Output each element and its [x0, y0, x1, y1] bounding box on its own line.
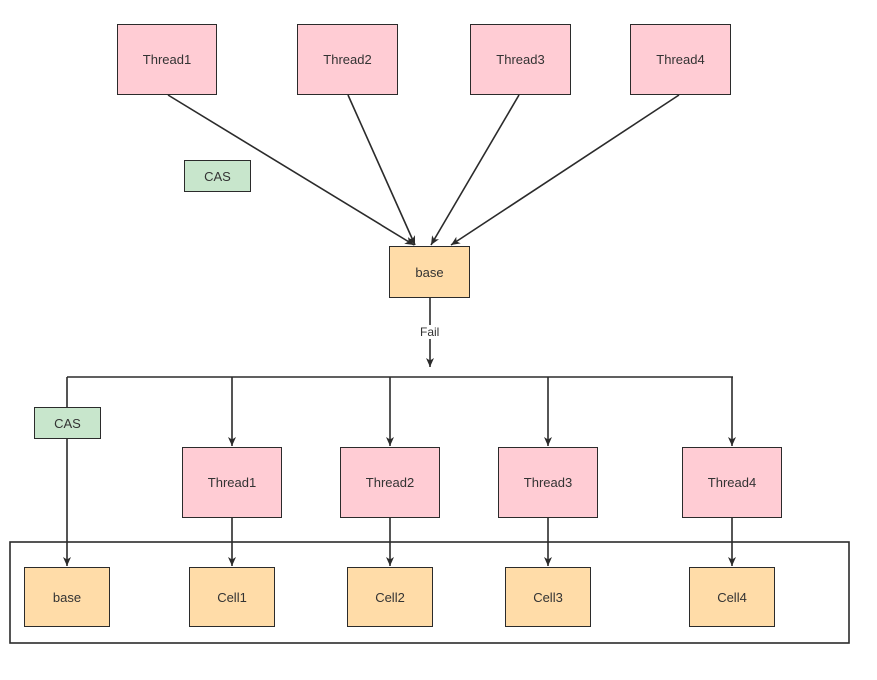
bottom-cas-label: CAS [54, 415, 81, 431]
cell2-label: Cell2 [375, 589, 405, 605]
cell3-label: Cell3 [533, 589, 563, 605]
bottom-thread1-node: Thread1 [182, 447, 282, 518]
top-thread4-node: Thread4 [630, 24, 731, 95]
bottom-thread3-node: Thread3 [498, 447, 598, 518]
top-thread2-node: Thread2 [297, 24, 398, 95]
bottom-thread3-label: Thread3 [523, 475, 573, 490]
base-node: base [389, 246, 470, 298]
bottom-cas-node: CAS [34, 407, 101, 439]
cell3-node: Cell3 [505, 567, 591, 627]
top-thread3-node: Thread3 [470, 24, 571, 95]
cell4-node: Cell4 [689, 567, 775, 627]
fail-label: Fail [418, 325, 442, 339]
top-cas-node: CAS [184, 160, 251, 192]
top-thread2-label: Thread2 [323, 52, 372, 67]
bottom-thread2-label: Thread2 [365, 475, 415, 490]
top-thread1-label: Thread1 [142, 52, 192, 67]
cells-container [9, 541, 850, 644]
top-cas-label: CAS [204, 168, 231, 184]
bottom-thread4-node: Thread4 [682, 447, 782, 518]
cell2-node: Cell2 [347, 567, 433, 627]
bottom-thread1-label: Thread1 [207, 475, 257, 490]
top-thread3-label: Thread3 [496, 52, 545, 67]
base-label: base [415, 264, 444, 280]
arrow-thread1-to-base [167, 94, 415, 246]
arrow-thread4-to-base [450, 94, 680, 246]
cell1-label: Cell1 [217, 589, 247, 605]
arrow-thread3-to-base [430, 94, 520, 246]
cell-base-label: base [52, 589, 82, 605]
top-thread4-label: Thread4 [656, 52, 705, 67]
bottom-thread2-node: Thread2 [340, 447, 440, 518]
arrow-thread2-to-base [347, 94, 416, 246]
bottom-thread4-label: Thread4 [707, 475, 757, 490]
top-thread1-node: Thread1 [117, 24, 217, 95]
cell-base-node: base [24, 567, 110, 627]
cell4-label: Cell4 [717, 589, 747, 605]
cell1-node: Cell1 [189, 567, 275, 627]
